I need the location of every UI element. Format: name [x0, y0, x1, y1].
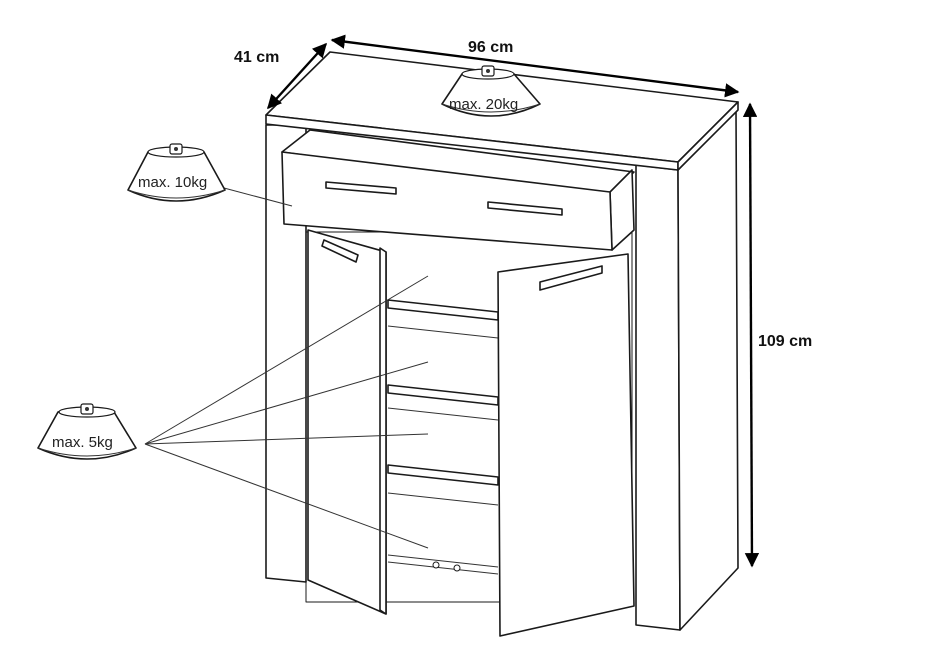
weight-top-icon: max. 20kg [441, 65, 541, 117]
shelf-pointer-2 [144, 361, 429, 445]
depth-arrow [267, 42, 327, 110]
weight-top-label: max. 20kg [449, 96, 518, 113]
shelf-pointer-1 [144, 275, 429, 445]
weight-shelves-label: max. 5kg [52, 434, 113, 451]
door-left-handle [321, 239, 359, 263]
shelves [387, 299, 499, 575]
weight-shelves-icon: max. 5kg [37, 403, 137, 460]
drawer [281, 129, 635, 251]
depth-label: 41 cm [234, 49, 279, 66]
drawer-handle-right [487, 201, 563, 216]
drawer-pointer [223, 187, 293, 207]
drawer-front [281, 151, 613, 251]
door-right [497, 253, 635, 637]
width-arrow [330, 34, 740, 98]
doors [307, 229, 635, 637]
shelf-pointer-3 [144, 433, 429, 445]
weight-drawer-icon: max. 10kg [127, 143, 226, 202]
door-right-handle [539, 265, 603, 291]
weight-drawer-label: max. 10kg [138, 174, 207, 191]
shelf-3 [387, 464, 499, 486]
height-arrow [742, 102, 760, 568]
drawer-handle-left [325, 181, 397, 195]
dimension-arrows [267, 34, 760, 568]
pointer-lines [144, 187, 429, 549]
shelf-pointer-4 [144, 443, 429, 549]
width-label: 96 cm [468, 39, 513, 56]
height-label: 109 cm [758, 333, 812, 350]
door-left [307, 229, 387, 615]
